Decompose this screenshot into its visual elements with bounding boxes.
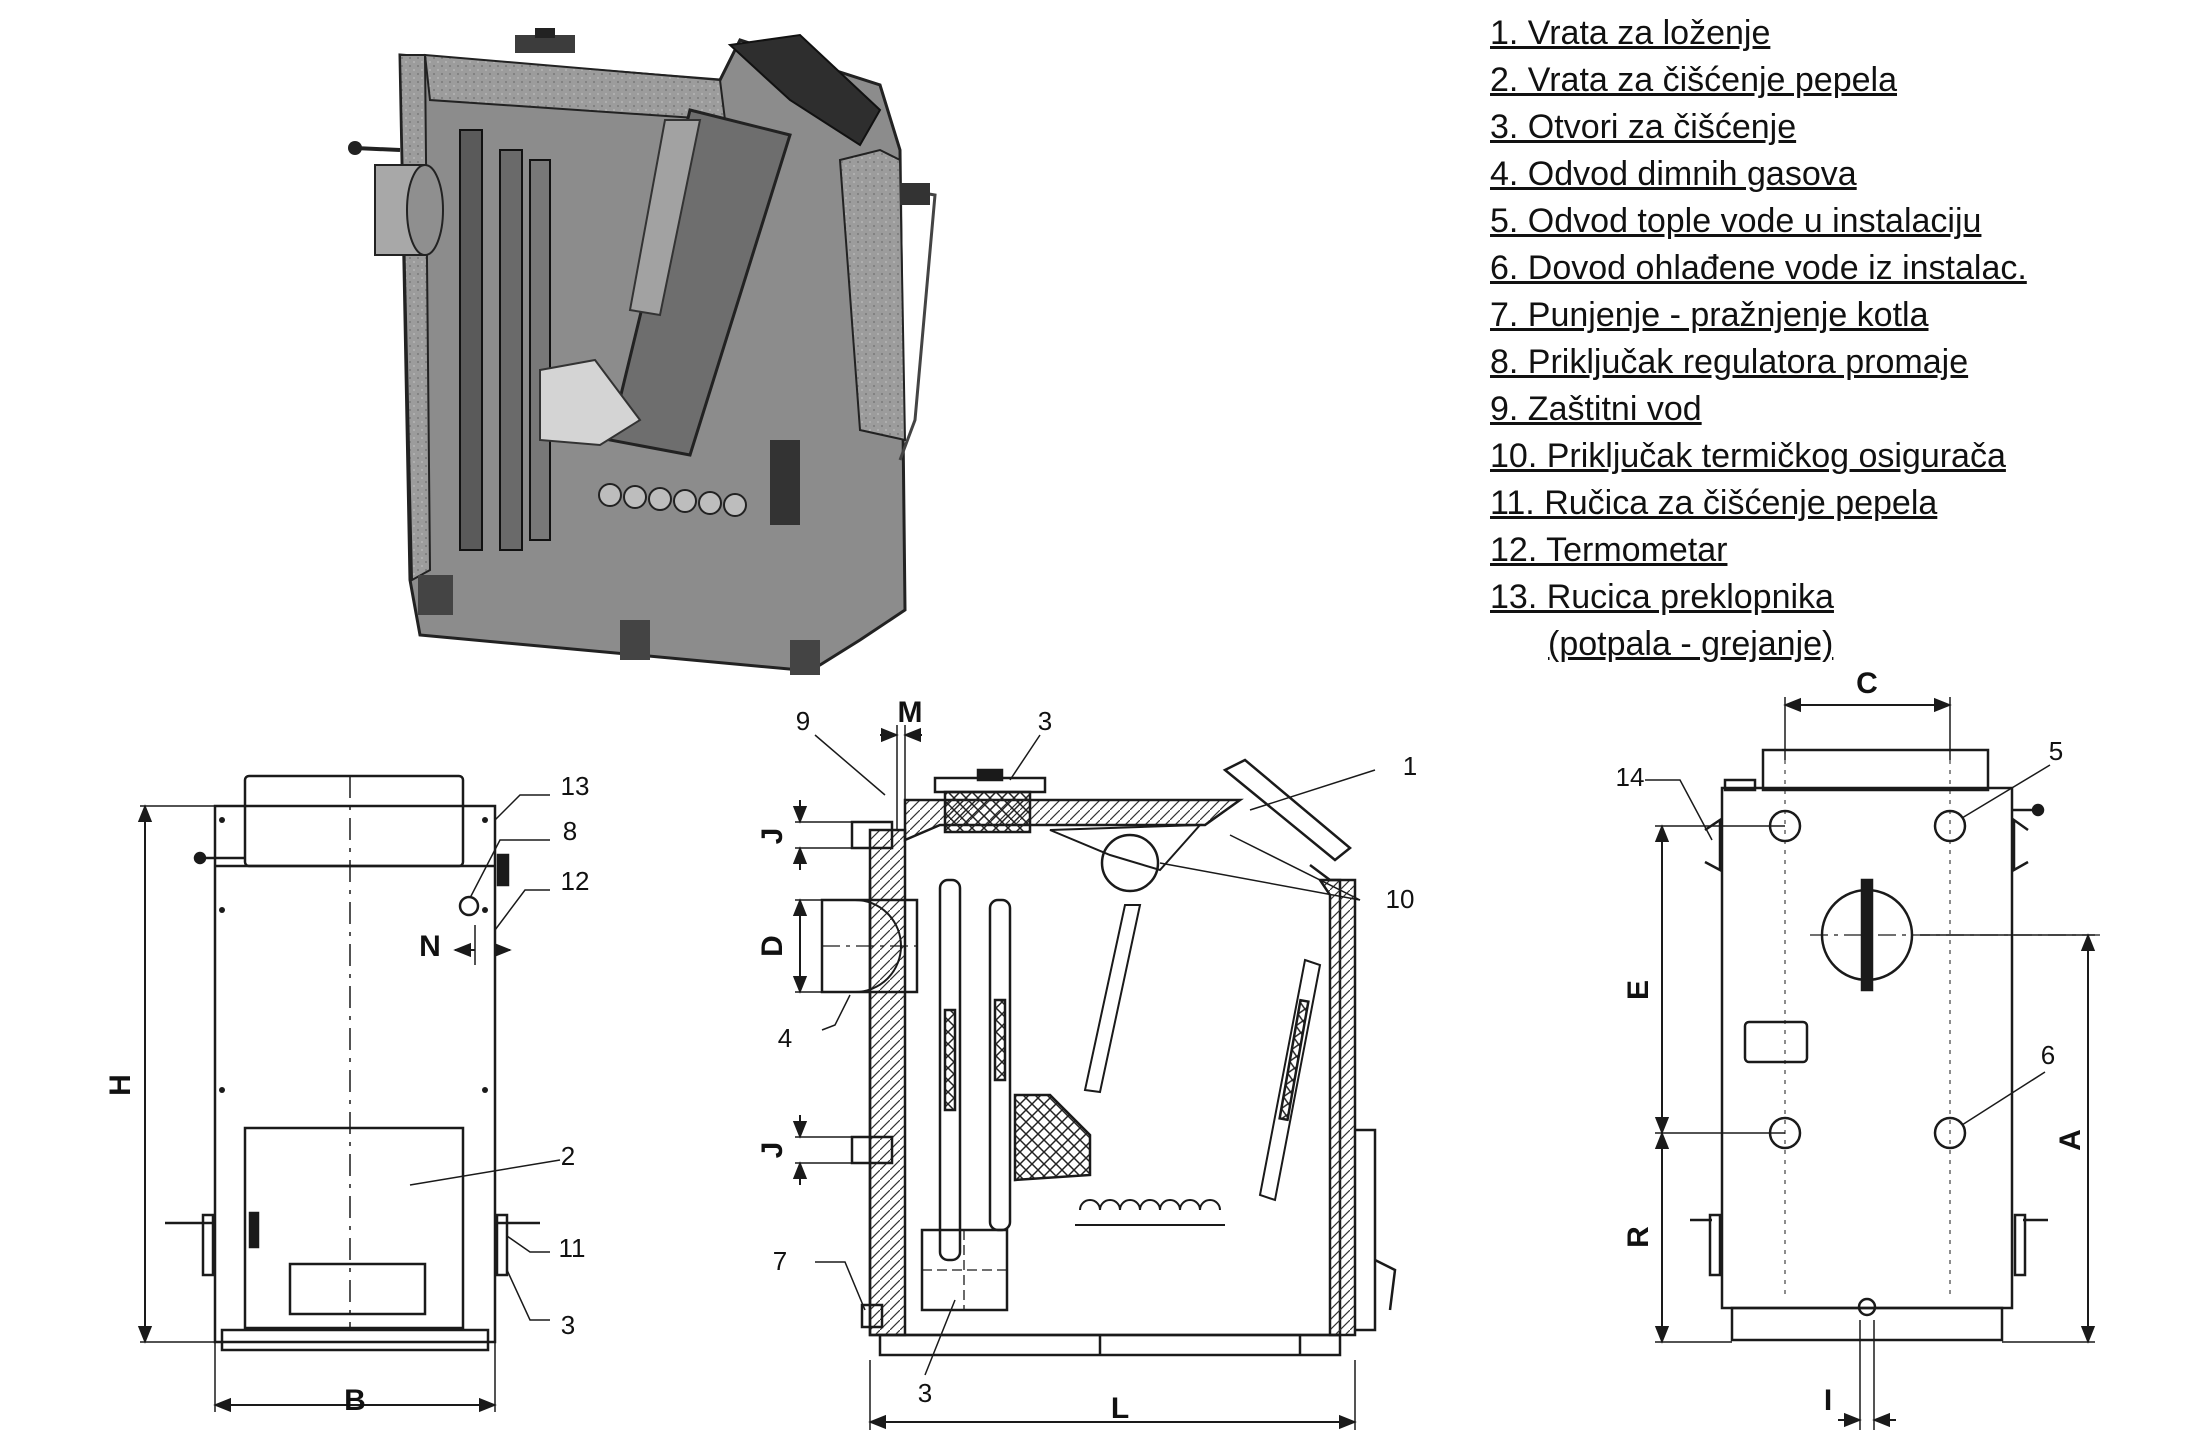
- rear-dim-e: E: [1622, 980, 1655, 1000]
- section-view: [792, 725, 1397, 1430]
- section-loading-door: [1222, 758, 1352, 862]
- rear-callout-5: 5: [2049, 736, 2063, 766]
- rear-body: [1720, 786, 2014, 1310]
- section-callout-3-bottom: 3: [918, 1378, 932, 1408]
- section-dim-m: M: [898, 696, 923, 729]
- front-callout-11: 11: [559, 1233, 586, 1263]
- front-callout-13: 13: [561, 771, 590, 801]
- legend-item-13-continuation: (potpala - grejanje): [1548, 625, 1834, 663]
- front-dim-b: B: [344, 1384, 366, 1417]
- front-ash-slot: [288, 1262, 427, 1316]
- legend-item-3: 3. Otvori za čišćenje: [1490, 108, 1797, 146]
- rear-callout-6: 6: [2041, 1040, 2055, 1070]
- section-callout-4: 4: [778, 1023, 792, 1053]
- rear-dim-c: C: [1856, 667, 1878, 700]
- legend-item-5: 5. Odvod tople vode u instalaciju: [1490, 202, 1982, 240]
- legend-item-8: 8. Priključak regulatora promaje: [1490, 343, 1969, 381]
- legend-item-10: 10. Priključak termičkog osigurača: [1490, 437, 2006, 475]
- front-view: [137, 774, 561, 1413]
- rear-pipe-bottom-right: [1933, 1116, 1967, 1150]
- rear-view: [1645, 697, 2100, 1430]
- front-callout-12: 12: [561, 866, 590, 896]
- legend-item-9: 9. Zaštitni vod: [1490, 390, 1702, 428]
- section-dim-l: L: [1111, 1392, 1129, 1425]
- legend-item-13: 13. Rucica preklopnika: [1490, 578, 1834, 616]
- front-body: [213, 804, 497, 1344]
- section-callout-9: 9: [796, 706, 810, 736]
- front-top-cover: [243, 774, 465, 868]
- front-callout-8: 8: [563, 816, 577, 846]
- parts-legend: 1. Vrata za loženje 2. Vrata za čišćenje…: [1490, 10, 2210, 668]
- rear-dim-a: A: [2054, 1129, 2087, 1151]
- rear-pipe-top-right: [1933, 809, 1967, 843]
- legend-item-12: 12. Termometar: [1490, 531, 1728, 569]
- legend-item-7: 7. Punjenje - pražnjenje kotla: [1490, 296, 1929, 334]
- section-callout-10: 10: [1386, 884, 1415, 914]
- legend-item-4: 4. Odvod dimnih gasova: [1490, 155, 1857, 193]
- front-dim-n: N: [419, 930, 441, 963]
- front-callout-3: 3: [561, 1310, 575, 1340]
- legend-item-6: 6. Dovod ohlađene vode iz instalac.: [1490, 249, 2027, 287]
- rear-dim-i: I: [1824, 1384, 1832, 1417]
- section-dim-j-bottom: J: [756, 1142, 789, 1159]
- section-dim-d: D: [756, 935, 789, 957]
- section-callout-3-top: 3: [1038, 706, 1052, 736]
- section-callout-7: 7: [773, 1246, 787, 1276]
- front-ash-door: [243, 1126, 465, 1330]
- rear-callout-14: 14: [1616, 762, 1645, 792]
- section-callout-1: 1: [1403, 751, 1417, 781]
- legend-item-2: 2. Vrata za čišćenje pepela: [1490, 61, 1897, 99]
- front-dim-h: H: [104, 1074, 137, 1096]
- legend-item-1: 1. Vrata za loženje: [1490, 14, 1771, 52]
- cutaway-illustration: [348, 28, 937, 675]
- front-callout-2: 2: [561, 1141, 575, 1171]
- section-dim-j-top: J: [756, 828, 789, 845]
- legend-item-11: 11. Ručica za čišćenje pepela: [1490, 484, 1938, 522]
- rear-dim-r: R: [1622, 1226, 1655, 1248]
